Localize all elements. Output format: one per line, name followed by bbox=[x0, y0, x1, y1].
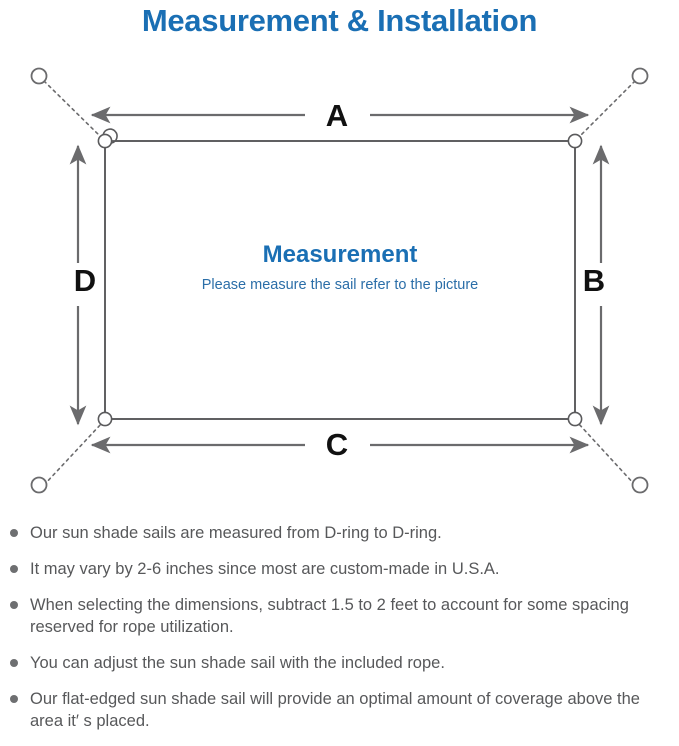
anchor-rings bbox=[30, 67, 649, 494]
list-item: It may vary by 2-6 inches since most are… bbox=[0, 558, 679, 580]
rope-bottom-left bbox=[43, 422, 103, 486]
dimension-label-d: D bbox=[73, 263, 97, 298]
shade-sail-diagram: A C D B Measurement Please measure the s… bbox=[0, 48, 679, 518]
dimension-label-a: A bbox=[325, 98, 349, 133]
d-ring-circle-top-left bbox=[97, 133, 113, 149]
dimension-label-b: B bbox=[582, 263, 606, 298]
sail-edge-overdraw bbox=[104, 140, 576, 420]
list-item-text: You can adjust the sun shade sail with t… bbox=[30, 654, 445, 672]
list-item: When selecting the dimensions, subtract … bbox=[0, 594, 679, 638]
d-ring-circle-bottom-right bbox=[567, 411, 583, 427]
anchor-ring-top-left bbox=[30, 67, 48, 85]
anchor-ring-top-right bbox=[631, 67, 649, 85]
rope-bottom-right bbox=[577, 422, 636, 486]
diagram-center-subheading: Please measure the sail refer to the pic… bbox=[201, 277, 479, 293]
rope-lines bbox=[43, 80, 636, 486]
anchor-ring-bottom-right bbox=[631, 476, 649, 494]
d-ring-circle-bottom-left bbox=[97, 411, 113, 427]
sail-rectangle bbox=[104, 140, 576, 420]
list-item-text: Our flat-edged sun shade sail will provi… bbox=[30, 690, 640, 730]
bullet-icon bbox=[10, 601, 18, 609]
rope-top-right bbox=[577, 80, 636, 139]
list-item-text: Our sun shade sails are measured from D-… bbox=[30, 524, 442, 542]
bullet-icon bbox=[10, 695, 18, 703]
bullet-icon bbox=[10, 565, 18, 573]
list-item-text: It may vary by 2-6 inches since most are… bbox=[30, 560, 500, 578]
list-item: Our sun shade sails are measured from D-… bbox=[0, 522, 679, 544]
rope-top-left bbox=[43, 80, 103, 139]
dimension-label-c: C bbox=[325, 427, 349, 462]
list-item: Our flat-edged sun shade sail will provi… bbox=[0, 688, 679, 732]
anchor-ring-bottom-left bbox=[30, 476, 48, 494]
diagram-center-heading: Measurement bbox=[262, 241, 418, 268]
page-title: Measurement & Installation bbox=[141, 3, 538, 38]
bullet-icon bbox=[10, 529, 18, 537]
notes-list: Our sun shade sails are measured from D-… bbox=[0, 522, 679, 746]
bullet-icon bbox=[10, 659, 18, 667]
list-item-text: When selecting the dimensions, subtract … bbox=[30, 596, 629, 636]
list-item: You can adjust the sun shade sail with t… bbox=[0, 652, 679, 674]
diagram-center-text: Measurement Please measure the sail refe… bbox=[120, 240, 560, 294]
d-ring-circle-top-right bbox=[567, 133, 583, 149]
diagram-svg bbox=[30, 67, 649, 494]
